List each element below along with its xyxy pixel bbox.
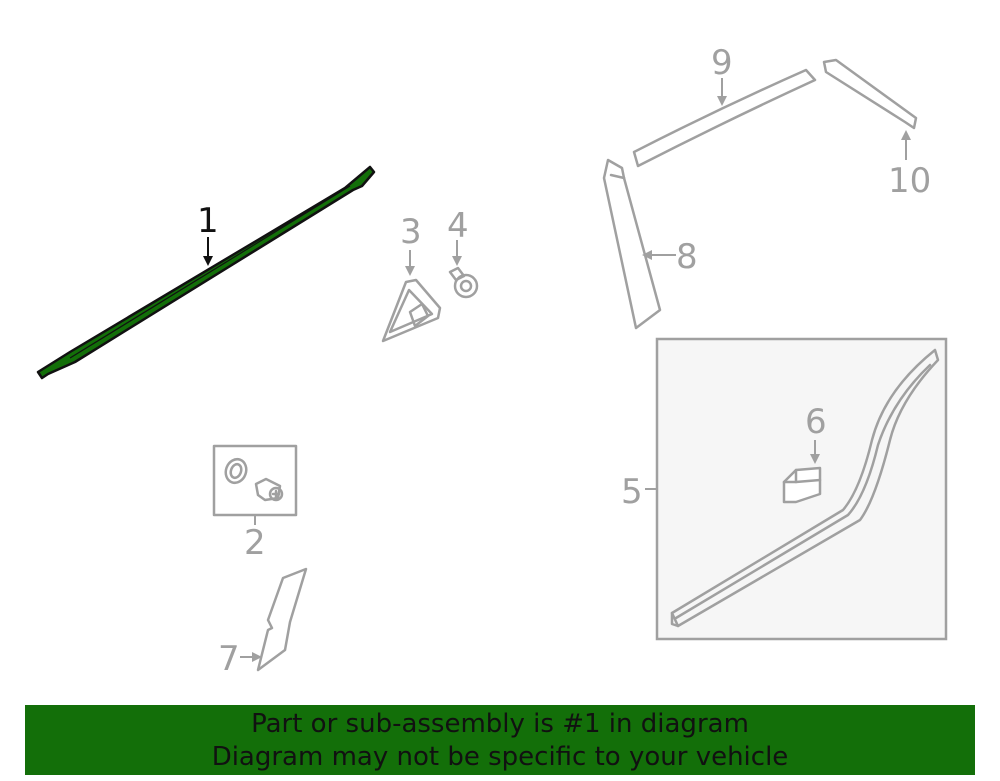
notice-line-2: Diagram may not be specific to your vehi…	[211, 742, 789, 772]
arrowhead-6	[810, 454, 820, 464]
arrowhead-3	[405, 266, 415, 276]
callout-9: 9	[711, 43, 733, 83]
arrowhead-1	[203, 256, 213, 266]
part-4-push-clip[interactable]	[448, 266, 479, 299]
part-8-pillar-molding[interactable]	[602, 158, 662, 330]
part-2-clip-kit[interactable]	[212, 444, 298, 517]
part-3-corner-trim[interactable]	[381, 278, 442, 343]
arrowhead-10	[901, 130, 911, 140]
part-6-molding-clip[interactable]	[782, 466, 822, 504]
callout-10: 10	[888, 161, 931, 201]
callout-4: 4	[447, 206, 469, 246]
arrowhead-8	[642, 250, 652, 260]
callout-2: 2	[244, 523, 266, 563]
notice-banner: Part or sub-assembly is #1 in diagram Di…	[25, 705, 975, 775]
callout-6: 6	[805, 402, 827, 442]
notice-line-1: Part or sub-assembly is #1 in diagram	[251, 709, 749, 739]
arrowhead-9	[717, 96, 727, 106]
part-1-belt-molding[interactable]	[36, 165, 376, 380]
callout-3: 3	[400, 212, 422, 252]
arrowhead-4	[452, 256, 462, 266]
callout-8: 8	[676, 237, 698, 277]
arrowhead-7	[252, 652, 262, 662]
callout-7: 7	[218, 639, 240, 679]
callout-5: 5	[621, 472, 643, 512]
part-9-roof-molding[interactable]	[632, 68, 817, 168]
part-7-pillar-garnish[interactable]	[256, 567, 308, 672]
part-10-rear-roof-molding[interactable]	[822, 58, 918, 130]
callout-1: 1	[197, 201, 219, 241]
